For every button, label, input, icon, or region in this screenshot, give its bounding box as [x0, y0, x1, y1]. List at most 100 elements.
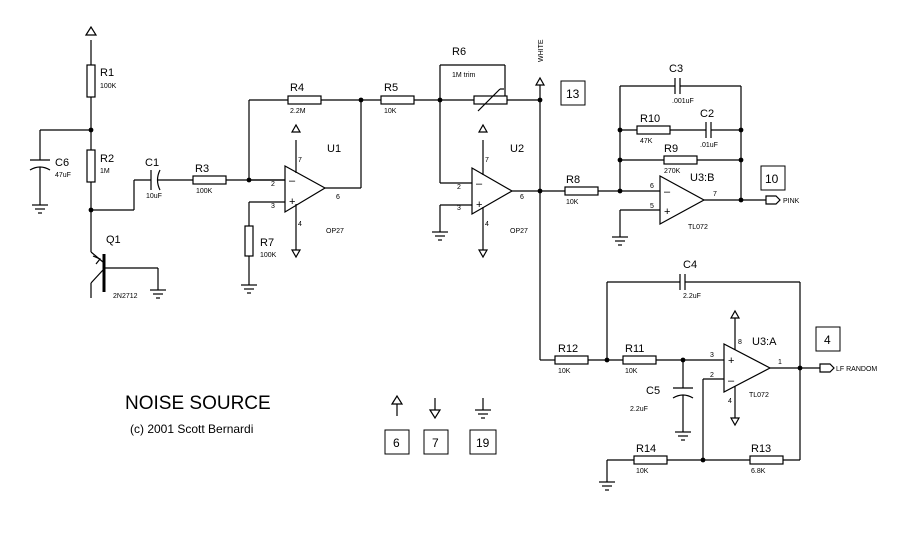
u3b-opamp: – +	[659, 174, 706, 226]
r7-resistor	[244, 225, 254, 257]
r14-value: 10K	[636, 468, 649, 475]
r5-value: 10K	[384, 108, 397, 115]
connector-10-label: 10	[765, 172, 779, 186]
u1-pin-vplus: 7	[298, 157, 302, 164]
u3a-pin-vminus: 4	[728, 398, 732, 405]
r11-resistor	[622, 355, 657, 365]
c6-value: 47uF	[55, 172, 71, 179]
r13-resistor	[749, 455, 784, 465]
r7-value: 100K	[260, 252, 277, 259]
u1-pin-vminus: 4	[298, 221, 302, 228]
u2-pin-minus: 2	[457, 184, 461, 191]
r13-value: 6.8K	[751, 468, 766, 475]
pink-net-label: PINK	[783, 198, 800, 205]
u3a-pin-vplus: 8	[738, 339, 742, 346]
c3-value: .001uF	[672, 98, 694, 105]
connector-10-box	[760, 165, 786, 191]
u3b-pin-out: 7	[713, 191, 717, 198]
r2-resistor	[86, 149, 96, 183]
r14-resistor	[633, 455, 668, 465]
ground-symbol	[612, 236, 628, 246]
u3b-ref: U3:B	[690, 172, 714, 184]
ground-symbol	[241, 284, 257, 294]
ground-symbol	[32, 204, 48, 214]
r12-ref: R12	[558, 343, 578, 355]
legend-19-box	[469, 429, 497, 455]
connector-4-box	[815, 326, 841, 352]
r9-value: 270K	[664, 168, 681, 175]
junction-dot	[537, 97, 543, 103]
credit-line: (c) 2001 Scott Bernardi	[130, 422, 253, 436]
connector-4-label: 4	[824, 333, 831, 347]
r9-resistor	[663, 155, 698, 165]
c2-ref: C2	[700, 108, 714, 120]
white-output-arrow	[534, 76, 546, 86]
junction-dot	[738, 157, 744, 163]
legend-7-label: 7	[432, 436, 439, 450]
connector-13-box	[560, 80, 586, 106]
r1-value: 100K	[100, 83, 117, 90]
vplus-legend-icon	[390, 394, 404, 416]
r12-resistor	[554, 355, 589, 365]
legend-6-box	[384, 429, 410, 455]
r3-ref: R3	[195, 163, 209, 175]
c2-value: .01uF	[700, 142, 718, 149]
r2-value: 1M	[100, 168, 110, 175]
r13-ref: R13	[751, 443, 771, 455]
c1-ref: C1	[145, 157, 159, 169]
u2-pin-vminus: 4	[485, 221, 489, 228]
junction-dot	[738, 127, 744, 133]
r4-ref: R4	[290, 82, 304, 94]
u2-value: OP27	[510, 228, 528, 235]
q1-value: 2N2712	[113, 293, 138, 300]
u1-pin-minus: 2	[271, 181, 275, 188]
c6-ref: C6	[55, 157, 69, 169]
legend-19-label: 19	[476, 436, 490, 450]
r4-resistor	[287, 95, 322, 105]
q1-ref: Q1	[106, 234, 121, 246]
c4-ref: C4	[683, 259, 697, 271]
r10-resistor	[636, 125, 671, 135]
u3b-pin-minus: 6	[650, 183, 654, 190]
c4-capacitor	[679, 274, 686, 290]
svg-text:–: –	[289, 175, 296, 187]
u3a-pin-plus: 3	[710, 352, 714, 359]
r11-ref: R11	[625, 343, 644, 355]
r2-ref: R2	[100, 153, 114, 165]
r8-resistor	[564, 186, 599, 196]
u3b-value: TL072	[688, 224, 708, 231]
lf-random-output-arrow	[819, 363, 835, 373]
r3-resistor	[192, 175, 227, 185]
ground-legend-icon	[475, 398, 491, 419]
connector-13-label: 13	[566, 87, 580, 101]
c5-ref: C5	[646, 385, 660, 397]
c3-capacitor	[674, 78, 681, 94]
c5-value: 2.2uF	[630, 406, 648, 413]
q1-transistor	[90, 251, 159, 298]
r10-value: 47K	[640, 138, 653, 145]
ground-symbol	[675, 431, 691, 441]
svg-text:+: +	[289, 196, 295, 208]
svg-text:–: –	[728, 375, 735, 387]
pink-output-arrow	[765, 195, 781, 205]
c4-value: 2.2uF	[683, 293, 701, 300]
u3a-pin-minus: 2	[710, 372, 714, 379]
r3-value: 100K	[196, 188, 213, 195]
svg-text:–: –	[664, 186, 671, 198]
legend-6-label: 6	[393, 436, 400, 450]
r8-ref: R8	[566, 174, 580, 186]
legend-7-box	[423, 429, 449, 455]
ground-symbol	[599, 481, 615, 491]
r11-value: 10K	[625, 368, 638, 375]
r9-ref: R9	[664, 143, 678, 155]
u2-pin-plus: 3	[457, 205, 461, 212]
c1-value: 10uF	[146, 193, 162, 200]
u3b-pin-plus: 5	[650, 203, 654, 210]
svg-text:+: +	[664, 206, 670, 218]
u2-opamp: – +	[440, 123, 514, 259]
r10-ref: R10	[640, 113, 660, 125]
r1-resistor	[86, 64, 96, 98]
c2-capacitor	[705, 122, 712, 138]
ground-symbol	[432, 231, 448, 241]
